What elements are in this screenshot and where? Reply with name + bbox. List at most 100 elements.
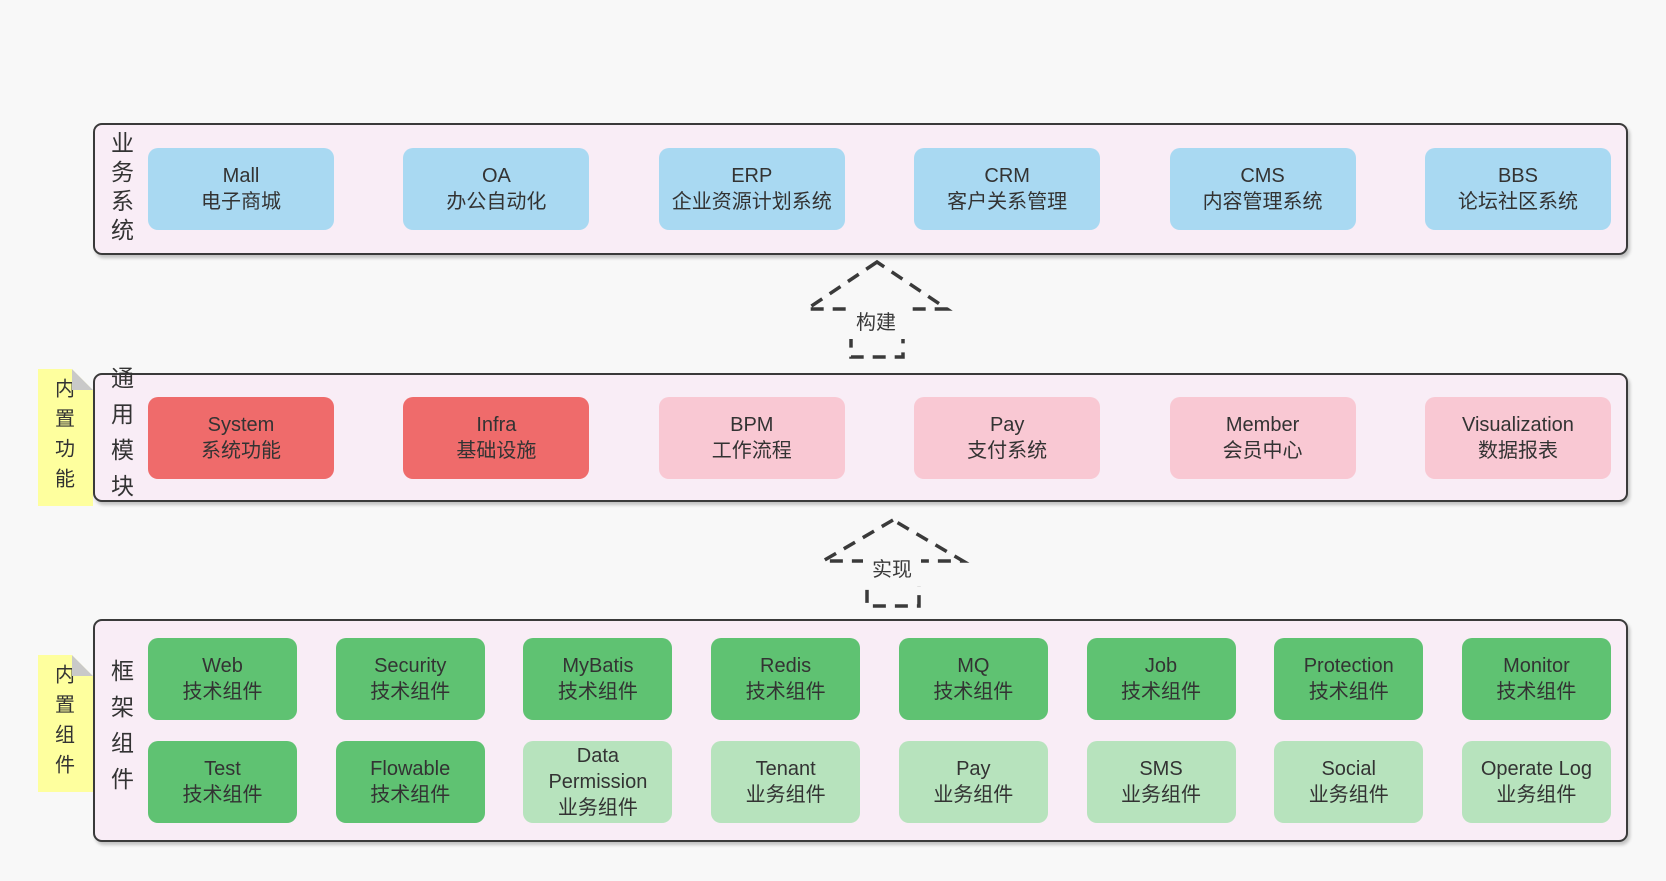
node-title: Web	[202, 655, 243, 677]
node-title: BPM	[730, 413, 774, 436]
arrow-label-backing	[847, 306, 905, 339]
node-title: OA	[481, 165, 511, 187]
node-title: Tenant	[755, 758, 816, 780]
node-title: Job	[1144, 655, 1178, 677]
node-subtitle: 基础设施	[456, 439, 537, 462]
node-title: Mall	[222, 165, 260, 187]
node-flowable: Flowable 技术组件	[335, 741, 485, 823]
node-cms: CMS 内容管理系统	[1169, 148, 1356, 230]
node-sms: SMS 业务组件	[1086, 741, 1236, 823]
node-title: Monitor	[1503, 655, 1570, 677]
node-job: Job 技术组件	[1086, 638, 1236, 720]
node-subtitle: 业务组件	[1496, 784, 1577, 806]
node-subtitle: 技术组件	[182, 784, 263, 806]
node-subtitle: 技术组件	[1496, 681, 1577, 703]
layer-rows: Mall 电子商城 OA 办公自动化 ERP 企业资源计划系统 CRM 客户关系管理 CMS 内容…	[145, 125, 1626, 253]
node-title: Protection	[1303, 655, 1394, 677]
node-title: Redis	[760, 655, 812, 677]
node-subtitle: 内容管理系统	[1202, 191, 1323, 213]
note-text: 内置功能	[51, 377, 74, 498]
folded-corner-icon	[72, 655, 93, 676]
node-subtitle: 技术组件	[182, 681, 263, 703]
node-subtitle: 业务组件	[1308, 784, 1389, 806]
node-title: System	[207, 413, 275, 436]
node-data-permission: Data Permission 业务组件	[523, 741, 673, 823]
build-arrow: 构建	[801, 259, 953, 359]
layer-title: 框架组件	[107, 658, 134, 803]
node-subtitle: 客户关系管理	[947, 191, 1068, 213]
folded-corner-icon	[72, 369, 93, 390]
node-mq: MQ 技术组件	[898, 638, 1048, 720]
node-title: Member	[1225, 413, 1300, 436]
node-title: BBS	[1497, 165, 1538, 187]
node-subtitle: 业务组件	[933, 784, 1014, 806]
node-web: Web 技术组件	[148, 638, 297, 720]
node-title: SMS	[1139, 758, 1183, 780]
layer-title: 通用模块	[107, 365, 134, 510]
node-subtitle: 技术组件	[933, 681, 1014, 703]
layer-label-column: 框架组件	[95, 621, 145, 840]
node-subtitle: 技术组件	[745, 681, 826, 703]
arrow-label: 构建	[856, 311, 896, 334]
node-subtitle: 技术组件	[370, 681, 451, 703]
node-mybatis: MyBatis 技术组件	[523, 638, 673, 720]
node-title: Operate Log	[1480, 758, 1593, 780]
node-title: Pay	[989, 413, 1025, 436]
node-pay: Pay 业务组件	[898, 741, 1048, 823]
node-title: Social	[1321, 758, 1376, 780]
layer-label-column: 业务系统	[95, 125, 145, 253]
node-member: Member 会员中心	[1169, 396, 1356, 479]
node-row: Mall 电子商城 OA 办公自动化 ERP 企业资源计划系统 CRM 客户关系管理 CMS 内容…	[148, 148, 1611, 230]
node-subtitle: 技术组件	[557, 681, 638, 703]
layer-business-systems: 业务系统 Mall 电子商城 OA 办公自动化 ERP 企业资源计划系统 CRM 客户关系管理…	[93, 123, 1628, 255]
sticky-note-built-in-features: 内置功能	[38, 369, 93, 506]
node-title: ERP	[731, 165, 773, 187]
node-title: MyBatis	[562, 655, 634, 677]
node-title: MQ	[957, 655, 990, 677]
node-title: CRM	[984, 165, 1030, 187]
node-subtitle: 企业资源计划系统	[671, 191, 832, 213]
node-title: Pay	[956, 758, 991, 780]
note-text: 内置组件	[51, 663, 74, 784]
node-subtitle: 系统功能	[201, 439, 281, 462]
node-social: Social 业务组件	[1274, 741, 1424, 823]
node-subtitle: 技术组件	[370, 784, 451, 806]
arrow-label-backing	[863, 554, 921, 586]
node-oa: OA 办公自动化	[403, 148, 590, 230]
node-subtitle: 会员中心	[1222, 439, 1303, 462]
node-title: Security	[374, 655, 447, 677]
node-title: Data Permission	[548, 745, 648, 793]
arrow-label: 实现	[872, 558, 912, 581]
node-subtitle: 业务组件	[1121, 784, 1202, 806]
node-subtitle: 办公自动化	[446, 191, 547, 213]
sticky-note-built-in-components: 内置组件	[38, 655, 93, 792]
node-subtitle: 业务组件	[557, 797, 638, 819]
implement-arrow: 实现	[816, 517, 970, 608]
node-bbs: BBS 论坛社区系统	[1424, 148, 1611, 230]
node-title: CMS	[1240, 165, 1285, 187]
node-redis: Redis 技术组件	[711, 638, 861, 720]
node-erp: ERP 企业资源计划系统	[658, 148, 845, 230]
dashed-up-arrow-icon	[816, 517, 970, 608]
node-subtitle: 电子商城	[201, 191, 281, 213]
node-title: Visualization	[1461, 413, 1574, 436]
node-subtitle: 支付系统	[967, 439, 1048, 462]
node-title: Flowable	[370, 758, 451, 780]
node-subtitle: 论坛社区系统	[1457, 191, 1578, 213]
node-crm: CRM 客户关系管理	[914, 148, 1101, 230]
node-subtitle: 技术组件	[1121, 681, 1202, 703]
